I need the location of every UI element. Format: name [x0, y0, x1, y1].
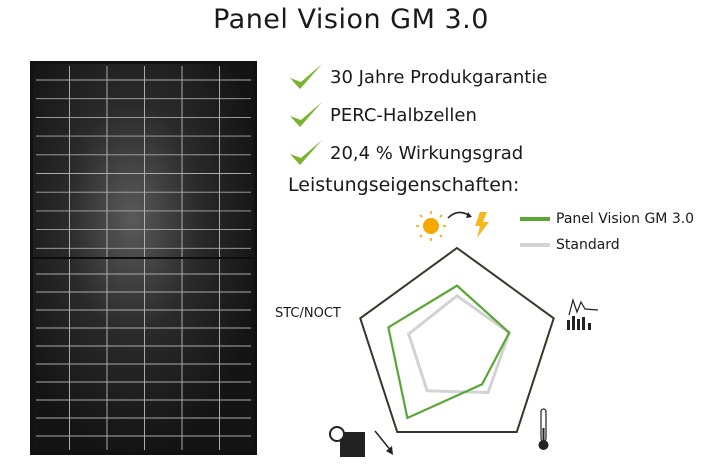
checkmark-icon — [290, 102, 322, 127]
series-standard-polygon — [406, 293, 512, 395]
calendar-clock-degradation-icon — [329, 426, 393, 457]
feature-item: 20,4 % Wirkungsgrad — [288, 134, 547, 172]
radar-outer-frame — [359, 246, 555, 433]
section-heading: Leistungseigenschaften: — [288, 174, 520, 196]
checkmark-icon — [290, 64, 322, 89]
legend-swatch-gray — [520, 243, 550, 247]
chart-performance-icon — [567, 297, 599, 330]
legend-item-panel-vision: Panel Vision GM 3.0 — [520, 206, 694, 232]
sun-to-lightning-icon — [416, 211, 489, 241]
feature-item: 30 Jahre Produkgarantie — [288, 58, 547, 96]
feature-label: 30 Jahre Produkgarantie — [330, 66, 548, 88]
page-title: Panel Vision GM 3.0 — [213, 4, 489, 35]
chart-legend: Panel Vision GM 3.0 Standard — [520, 206, 694, 258]
legend-label: Standard — [556, 237, 620, 253]
feature-label: PERC-Halbzellen — [330, 104, 477, 126]
legend-item-standard: Standard — [520, 232, 694, 258]
feature-list: 30 Jahre Produkgarantie PERC-Halbzellen … — [288, 58, 547, 172]
feature-item: PERC-Halbzellen — [288, 96, 547, 134]
checkmark-icon — [290, 140, 322, 165]
legend-label: Panel Vision GM 3.0 — [556, 211, 695, 227]
series-panel-vision-polygon — [387, 284, 511, 420]
axis-label-stc-noct: STC/NOCT — [275, 306, 341, 321]
thermometer-icon — [538, 408, 549, 450]
legend-swatch-green — [520, 217, 550, 221]
feature-label: 20,4 % Wirkungsgrad — [330, 142, 524, 164]
solar-panel-image — [30, 61, 257, 455]
